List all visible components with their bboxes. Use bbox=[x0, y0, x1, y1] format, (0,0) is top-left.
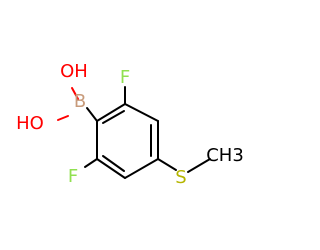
ring-bond-c5-c6 bbox=[96, 158, 126, 179]
bond-c4-s bbox=[157, 158, 177, 171]
bond-b-o-top bbox=[71, 87, 79, 100]
structure-diagram: OH HO B F F S CH3 bbox=[16, 61, 244, 188]
ring-inner-double-1 bbox=[102, 110, 125, 124]
fluorine-top-label: F bbox=[120, 67, 130, 88]
molecule-structure: OH HO B F F S CH3 bbox=[16, 61, 244, 188]
ho-left-label: HO bbox=[16, 113, 44, 134]
sulfur-label: S bbox=[175, 167, 186, 188]
methyl-label: CH3 bbox=[206, 145, 244, 166]
oh-top-label: OH bbox=[60, 61, 88, 82]
ring-bond-c1-c2 bbox=[96, 103, 126, 122]
bond-b-o-left bbox=[57, 115, 69, 121]
atom-labels: OH HO B F F S CH3 bbox=[16, 61, 244, 188]
bond-b-c1 bbox=[86, 107, 98, 122]
bonds bbox=[57, 86, 211, 179]
fluorine-bottom-label: F bbox=[68, 166, 78, 187]
ring-bond-c2-c3 bbox=[124, 103, 159, 122]
ring-inner-double-3 bbox=[102, 155, 125, 172]
boron-label: B bbox=[74, 91, 86, 112]
bond-s-ch3 bbox=[187, 158, 211, 173]
ring-bond-c4-c5 bbox=[124, 158, 159, 179]
bond-c6-f-bottom bbox=[84, 158, 98, 168]
